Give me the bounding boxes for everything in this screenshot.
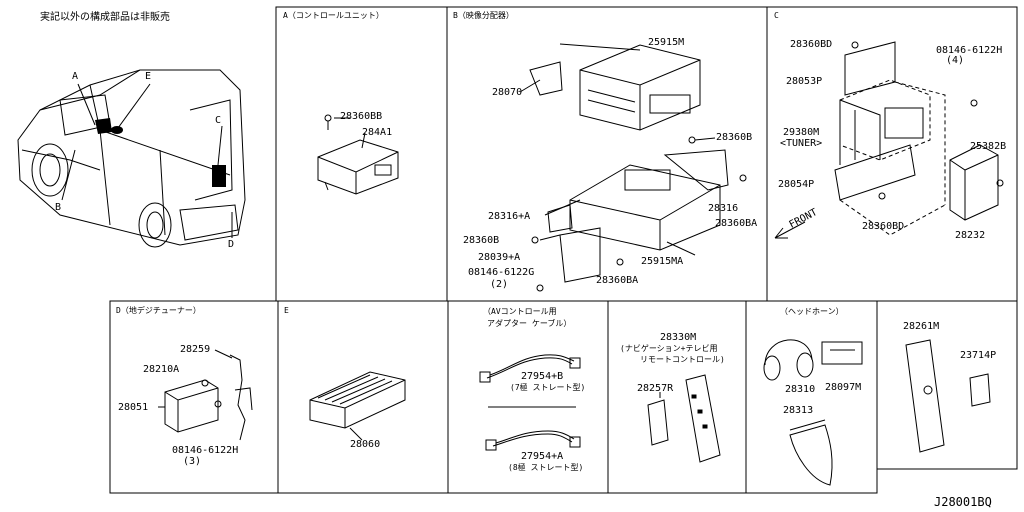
panel-g-border [607,300,747,494]
panel-a-art [317,114,399,195]
part-23714P: 23714P [960,350,997,361]
part-28360BD-top: 28360BD [790,39,833,50]
diagram-code: J28001BQ [934,495,992,509]
panel-d-art [158,349,253,441]
part-28210A: 28210A [143,364,180,375]
panel-f-header-line2: アダプター ケーブル） [487,319,572,328]
part-08146-6122H-d: 08146-6122H [172,445,239,456]
part-27954-A: 27954+A [521,451,564,462]
part-28097M: 28097M [825,382,862,393]
part-28259: 28259 [180,344,211,355]
part-28330M-desc-2: リモートコントロール) [640,355,725,364]
part-28316-A: 28316+A [488,211,531,222]
part-28360BA-bottom: 28360BA [596,275,639,286]
part-28051: 28051 [118,402,149,413]
part-25915M: 25915M [648,37,685,48]
part-25382B: 25382B [970,141,1007,152]
part-284A1: 284A1 [362,127,393,138]
part-29380M: 29380M [783,127,820,138]
part-28330M: 28330M [660,332,697,343]
part-28360BA-right: 28360BA [715,218,758,229]
tuner-label: <TUNER> [780,138,823,149]
vehicle-drawing [17,69,246,248]
part-28261M: 28261M [903,321,940,332]
panel-e-art [309,371,406,441]
panel-i-border [876,300,1018,470]
panel-f-header-line1: （AVコントロール用 [483,307,557,316]
panel-d-header: D（地デジチューナー） [116,306,201,315]
part-28054P: 28054P [778,179,815,190]
panel-h-border [745,300,878,494]
panel-a-border [275,6,448,302]
part-25915MA: 25915MA [641,256,684,267]
vehicle-callout-b: B [55,202,62,213]
non-sale-note: 実記以外の構成部品は非販売 [40,12,170,23]
part-08146-6122G: 08146-6122G [468,267,535,278]
part-28316: 28316 [708,203,739,214]
part-28070: 28070 [492,87,523,98]
part-28310: 28310 [785,384,816,395]
part-28060: 28060 [350,439,381,450]
vehicle-c-component [212,165,226,187]
vehicle-callout-e: E [145,71,152,82]
part-qty-4: (4) [946,55,965,66]
panel-h-art [763,339,863,486]
part-28360BB: 28360BB [340,111,383,122]
panel-c-header: C [774,11,779,20]
panel-b-header: B（映像分配器） [453,11,514,20]
panel-b-art [519,43,747,292]
part-28053P: 28053P [786,76,823,87]
vehicle-callout-c: C [215,115,222,126]
panel-h-header: （ヘッドホーン） [780,307,844,316]
part-27954-B-desc: (7極 ストレート型) [510,383,586,392]
panel-g-art [647,374,721,463]
panel-e-header: E [284,306,289,315]
vehicle-e-component [111,126,123,134]
part-28257R: 28257R [637,383,674,394]
vehicle-callout-d: D [228,239,235,250]
part-28313: 28313 [783,405,814,416]
part-qty-2: (2) [490,279,509,290]
part-28232: 28232 [955,230,986,241]
part-28360BD-bottom: 28360BD [862,221,905,232]
part-28360B-top: 28360B [716,132,753,143]
panel-c-art [774,41,1004,239]
part-27954-A-desc: (8極 ストレート型) [508,463,584,472]
part-27954-B: 27954+B [521,371,564,382]
vehicle-a-component [95,118,112,134]
part-28330M-desc-1: (ナビゲーション+テレビ用 [620,344,718,353]
panel-e-border [277,300,449,494]
panel-f-art [479,354,581,451]
part-28039-A: 28039+A [478,252,521,263]
panel-i-art [905,339,991,453]
part-08146-6122H: 08146-6122H [936,45,1003,56]
vehicle-callout-a: A [72,71,79,82]
part-qty-3: (3) [183,456,202,467]
panel-a-header: A（コントロールユニット） [283,11,384,20]
part-28360B-left: 28360B [463,235,500,246]
